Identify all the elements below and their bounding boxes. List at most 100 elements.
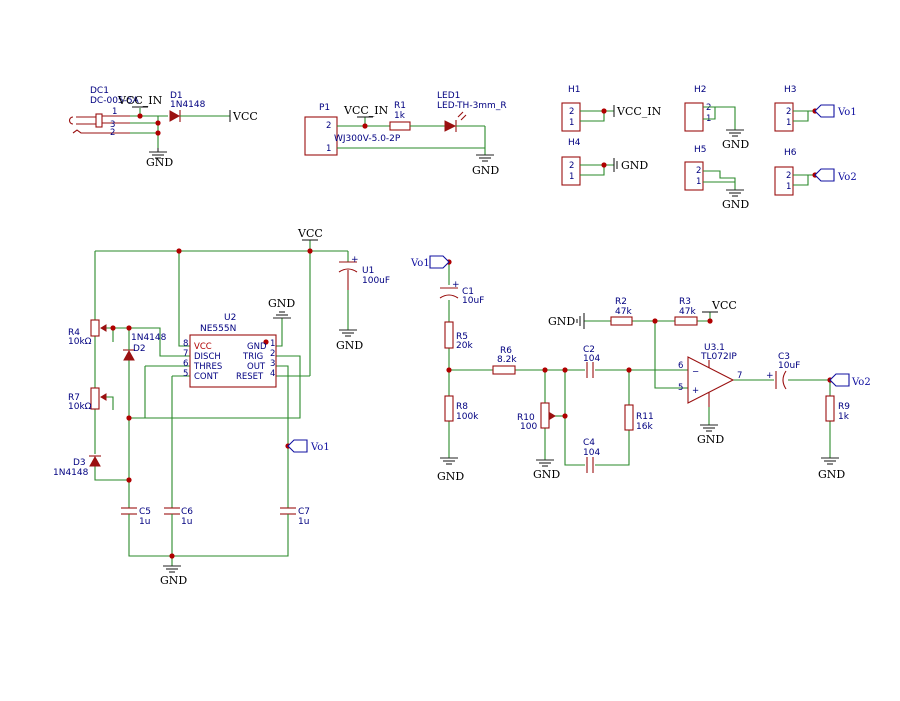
svg-text:+: +	[452, 280, 460, 290]
svg-text:Vo1: Vo1	[310, 442, 330, 453]
r8-resistor: R8 100k	[444, 395, 479, 422]
h2-header: H2 2 1 GND	[684, 85, 749, 151]
svg-text:H2: H2	[694, 85, 707, 95]
h4-header: H4 2 1 GND	[561, 138, 648, 186]
svg-text:1: 1	[786, 182, 791, 192]
svg-text:DISCH: DISCH	[194, 352, 221, 362]
svg-text:2: 2	[786, 107, 791, 117]
d1-diode: D1 1N4148 VCC	[169, 91, 258, 123]
vo1-label-oscillator: Vo1	[287, 439, 330, 453]
c7-capacitor: C7 1u	[280, 507, 310, 527]
gnd-symbol-led1: GND	[472, 154, 499, 177]
vcc-in-label-p1: VCC_IN	[343, 104, 389, 117]
svg-text:GND: GND	[146, 156, 173, 169]
vo1-label-filter: Vo1	[410, 255, 450, 269]
svg-text:6: 6	[678, 361, 683, 371]
svg-text:1: 1	[696, 177, 701, 187]
svg-text:1: 1	[786, 118, 791, 128]
vcc-in-flag-dc1: VCC_IN	[117, 94, 163, 108]
svg-text:5: 5	[183, 369, 188, 379]
svg-text:GND: GND	[472, 164, 499, 177]
vcc-flag-oscillator: VCC	[297, 227, 323, 241]
svg-text:WJ300V-5.0-2P: WJ300V-5.0-2P	[334, 134, 401, 144]
svg-text:THRES: THRES	[193, 362, 222, 372]
dc1-power-jack: 1 3 2 DC1 DC-005-5A	[68, 86, 140, 138]
svg-text:1: 1	[270, 339, 275, 349]
u2-ne555: U2 NE555N VCC DISCH THRES CONT GND TRIG …	[183, 313, 277, 388]
svg-text:1k: 1k	[394, 111, 406, 121]
svg-text:+: +	[766, 371, 774, 381]
svg-text:5: 5	[678, 383, 683, 393]
svg-text:R6: R6	[500, 346, 512, 356]
svg-text:Vo1: Vo1	[410, 258, 430, 269]
svg-text:8: 8	[183, 339, 188, 349]
svg-text:GND: GND	[160, 574, 187, 587]
svg-text:R5: R5	[456, 332, 468, 342]
gnd-symbol-u2: GND	[268, 297, 295, 319]
svg-text:H3: H3	[784, 85, 797, 95]
svg-text:D1: D1	[170, 91, 183, 101]
p1-wiring: VCC_IN	[337, 104, 485, 149]
h3-header: H3 2 1 Vo1	[774, 85, 857, 132]
svg-text:GND: GND	[533, 468, 560, 481]
svg-text:H6: H6	[784, 148, 797, 158]
vcc-flag-r3: VCC	[702, 299, 737, 313]
svg-text:6: 6	[183, 359, 188, 369]
svg-text:VCC: VCC	[711, 299, 737, 312]
svg-text:1: 1	[569, 172, 574, 182]
svg-text:VCC: VCC	[297, 227, 323, 240]
svg-text:R3: R3	[679, 297, 691, 307]
c1-capacitor: + C1 10uF	[439, 280, 484, 306]
svg-text:Vo2: Vo2	[851, 377, 871, 388]
svg-text:100uF: 100uF	[362, 276, 390, 286]
svg-text:GND: GND	[336, 339, 363, 352]
d3-diode: D3 1N4148	[53, 455, 101, 478]
gnd-symbol-r8: GND	[437, 457, 464, 483]
dc1-wiring	[130, 108, 168, 148]
gnd-symbol-u3: GND	[697, 424, 724, 446]
svg-text:1u: 1u	[139, 517, 150, 527]
r2-resistor: R2 47k	[610, 297, 633, 326]
svg-text:H1: H1	[568, 85, 581, 95]
svg-text:2: 2	[696, 166, 701, 176]
svg-text:104: 104	[583, 448, 600, 458]
svg-text:R10: R10	[517, 413, 535, 423]
svg-text:P1: P1	[319, 103, 330, 113]
svg-text:R11: R11	[636, 412, 654, 422]
svg-text:1u: 1u	[181, 517, 192, 527]
svg-text:Vo1: Vo1	[837, 107, 857, 118]
svg-text:47k: 47k	[615, 307, 632, 317]
u3-opamp: U3.1 TL072IP − + 6 5 7	[678, 343, 742, 407]
svg-text:1u: 1u	[298, 517, 309, 527]
svg-text:+: +	[692, 386, 699, 396]
svg-text:+: +	[351, 255, 359, 265]
svg-text:7: 7	[737, 371, 742, 381]
svg-text:4: 4	[270, 369, 275, 379]
svg-text:C6: C6	[181, 507, 193, 517]
gnd-flag-r2: GND	[548, 313, 585, 329]
svg-text:C2: C2	[583, 345, 595, 355]
svg-text:U1: U1	[362, 266, 374, 276]
svg-text:Vo2: Vo2	[837, 172, 857, 183]
r9-resistor: R9 1k	[825, 395, 850, 422]
svg-text:2: 2	[786, 171, 791, 181]
svg-text:GND: GND	[437, 470, 464, 483]
led1: LED1 LED-TH-3mm_R	[437, 91, 507, 155]
r3-resistor: R3 47k	[674, 297, 698, 326]
svg-text:TL072IP: TL072IP	[700, 352, 737, 362]
dc1-value: DC-005-5A	[90, 96, 140, 106]
r11-resistor: R11 16k	[624, 404, 654, 432]
h1-header: H1 2 1 VCC_IN	[561, 85, 662, 132]
c3-capacitor: + C3 10uF	[766, 352, 800, 390]
svg-text:C4: C4	[583, 438, 595, 448]
r10-potentiometer: R10 100	[517, 402, 556, 432]
svg-text:LED1: LED1	[437, 91, 460, 101]
svg-text:3: 3	[110, 120, 115, 130]
u1-capacitor: + U1 100uF GND	[336, 255, 390, 352]
svg-text:10kΩ: 10kΩ	[68, 337, 92, 347]
svg-text:R7: R7	[68, 393, 80, 403]
svg-text:10kΩ: 10kΩ	[68, 402, 92, 412]
svg-text:3: 3	[270, 359, 275, 369]
svg-text:C7: C7	[298, 507, 310, 517]
